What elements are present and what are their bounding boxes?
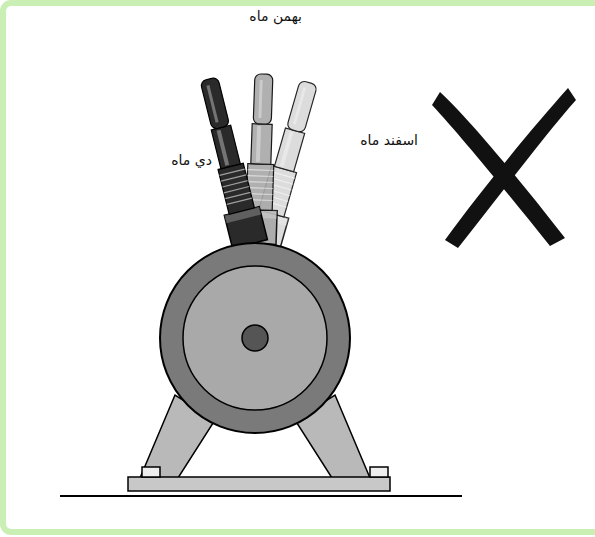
month-label: اسفند ماه bbox=[360, 132, 418, 149]
motor-housing bbox=[160, 243, 350, 433]
motor-face bbox=[183, 266, 327, 410]
base-plate bbox=[128, 477, 390, 491]
ground-line bbox=[60, 495, 462, 497]
cross-mark bbox=[445, 88, 576, 248]
month-label: بهمن ماه bbox=[249, 8, 302, 25]
bolt bbox=[370, 467, 388, 477]
motor-shaft bbox=[242, 325, 268, 351]
month-label: دي ماه bbox=[171, 152, 212, 169]
bolt bbox=[142, 467, 160, 477]
frame bbox=[3, 3, 595, 532]
